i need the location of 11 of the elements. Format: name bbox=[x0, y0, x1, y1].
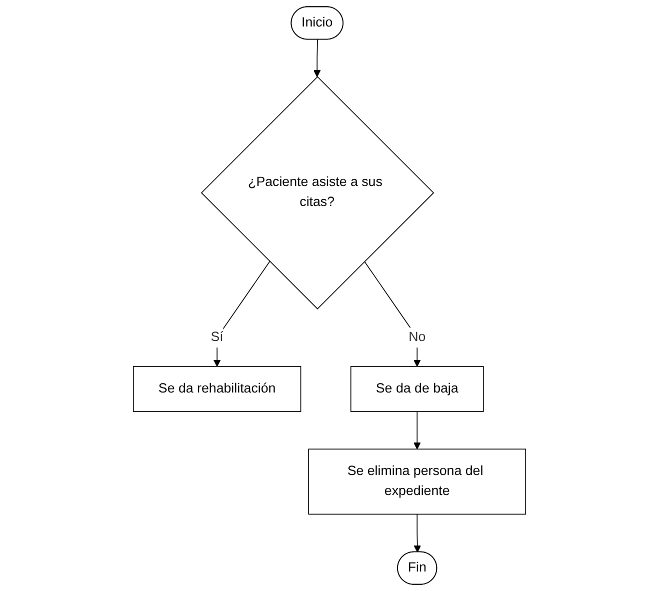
node-box: Se elimina persona del expediente bbox=[308, 448, 526, 515]
node-diamond: ¿Paciente asiste a sus citas? bbox=[200, 76, 434, 310]
arrow bbox=[414, 514, 422, 553]
arrow bbox=[213, 261, 270, 367]
node-box: Se da rehabilitación bbox=[132, 366, 302, 412]
arrow bbox=[313, 39, 321, 78]
arrow bbox=[413, 411, 421, 450]
node-box: Se da de baja bbox=[350, 366, 484, 412]
edge-label: Sí bbox=[210, 330, 224, 344]
edge-label: No bbox=[408, 330, 426, 344]
arrow bbox=[364, 261, 421, 367]
